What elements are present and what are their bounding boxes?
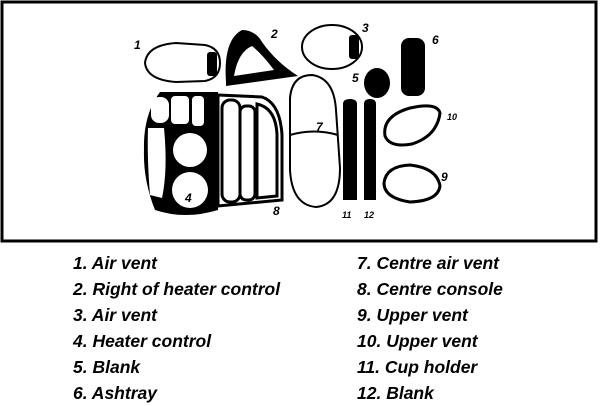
legend-item: 10. Upper vent — [357, 331, 478, 351]
part-3-air-vent — [301, 24, 363, 70]
part-9-upper-vent — [382, 163, 442, 204]
legend-item: 8. Centre console — [357, 279, 503, 299]
callout-3: 3 — [362, 21, 369, 35]
legend-item: 1. Air vent — [73, 253, 157, 273]
callout-7: 7 — [316, 120, 324, 134]
legend-item: 2. Right of heater control — [73, 279, 281, 299]
part-7-centre-air-vent — [289, 73, 342, 209]
callout-1: 1 — [134, 38, 141, 52]
legend-item: 5. Blank — [73, 357, 141, 377]
part-6-ashtray — [401, 38, 425, 96]
diagram-svg: 1 2 3 4 5 6 7 8 9 10 11 12 — [0, 0, 598, 243]
legend-right-column: 7. Centre air vent 8. Centre console 9. … — [357, 250, 503, 406]
callout-6: 6 — [432, 33, 439, 47]
legend-item: 6. Ashtray — [73, 383, 157, 403]
callout-9: 9 — [441, 170, 448, 184]
parts-diagram: 1 2 3 4 5 6 7 8 9 10 11 12 — [0, 0, 598, 243]
callout-8: 8 — [273, 204, 280, 218]
callout-5: 5 — [352, 71, 359, 85]
part-8-centre-console — [216, 93, 284, 208]
callout-12: 12 — [364, 210, 374, 220]
part-10-upper-vent — [383, 104, 442, 147]
callout-4: 4 — [184, 191, 192, 205]
legend-item: 7. Centre air vent — [357, 253, 499, 273]
callout-11: 11 — [342, 210, 351, 220]
legend-item: 9. Upper vent — [357, 305, 468, 325]
part-5-blank — [364, 68, 390, 98]
part-11-cup-holder — [343, 99, 357, 200]
legend-left-column: 1. Air vent 2. Right of heater control 3… — [73, 250, 280, 406]
legend-item: 11. Cup holder — [357, 357, 478, 377]
legend-item: 12. Blank — [357, 383, 434, 403]
part-4-heater-control — [143, 92, 218, 215]
part-2-right-of-heater-control — [225, 30, 298, 86]
part-12-blank — [364, 99, 376, 200]
legend-item: 3. Air vent — [73, 305, 157, 325]
callout-2: 2 — [270, 27, 278, 41]
part-1-air-vent — [143, 41, 222, 84]
legend-item: 4. Heater control — [73, 331, 212, 351]
callout-10: 10 — [447, 112, 457, 122]
